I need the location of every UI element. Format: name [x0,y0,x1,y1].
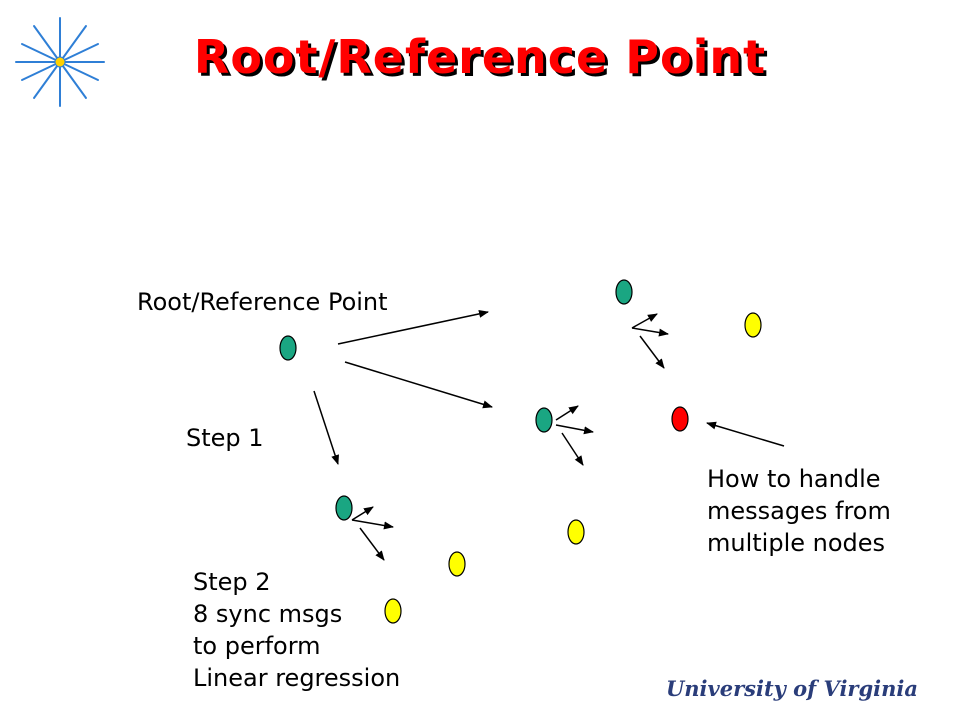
arrow-bottom-node-2 [351,519,394,530]
arrow-root-to-middle [344,361,493,409]
step2-label: Step 2 8 sync msgs to perform Linear reg… [193,568,401,692]
node-yellow-3 [448,551,466,577]
arrow-root-to-top [337,309,489,345]
arrow-top-node-2 [631,327,669,337]
page-title: Root/Reference Point [193,30,767,84]
node-top-teal [615,279,633,305]
arrow-bottom-node-3 [359,527,385,561]
node-root [279,335,297,361]
arrow-top-node-1 [631,313,658,329]
compass-star-icon [15,17,105,107]
node-middle-teal [535,407,553,433]
node-yellow-1 [744,312,762,338]
arrow-mid-node-1 [555,405,579,421]
arrow-bottom-node-1 [351,506,374,521]
step1-label: Step 1 [186,424,264,452]
node-red [671,406,689,432]
arrow-root-to-bottom [313,390,339,465]
node-bottom-teal [335,495,353,521]
arrow-mid-node-2 [555,424,594,435]
node-yellow-4 [384,598,402,624]
university-logo: University of Virginia [665,676,918,701]
multiple-nodes-note: How to handle messages from multiple nod… [707,465,891,557]
arrow-top-node-3 [639,335,665,369]
arrow-mid-node-3 [561,432,584,466]
node-yellow-2 [567,519,585,545]
root-label: Root/Reference Point [137,288,388,316]
arrow-annotation-to-red-node [706,421,785,447]
